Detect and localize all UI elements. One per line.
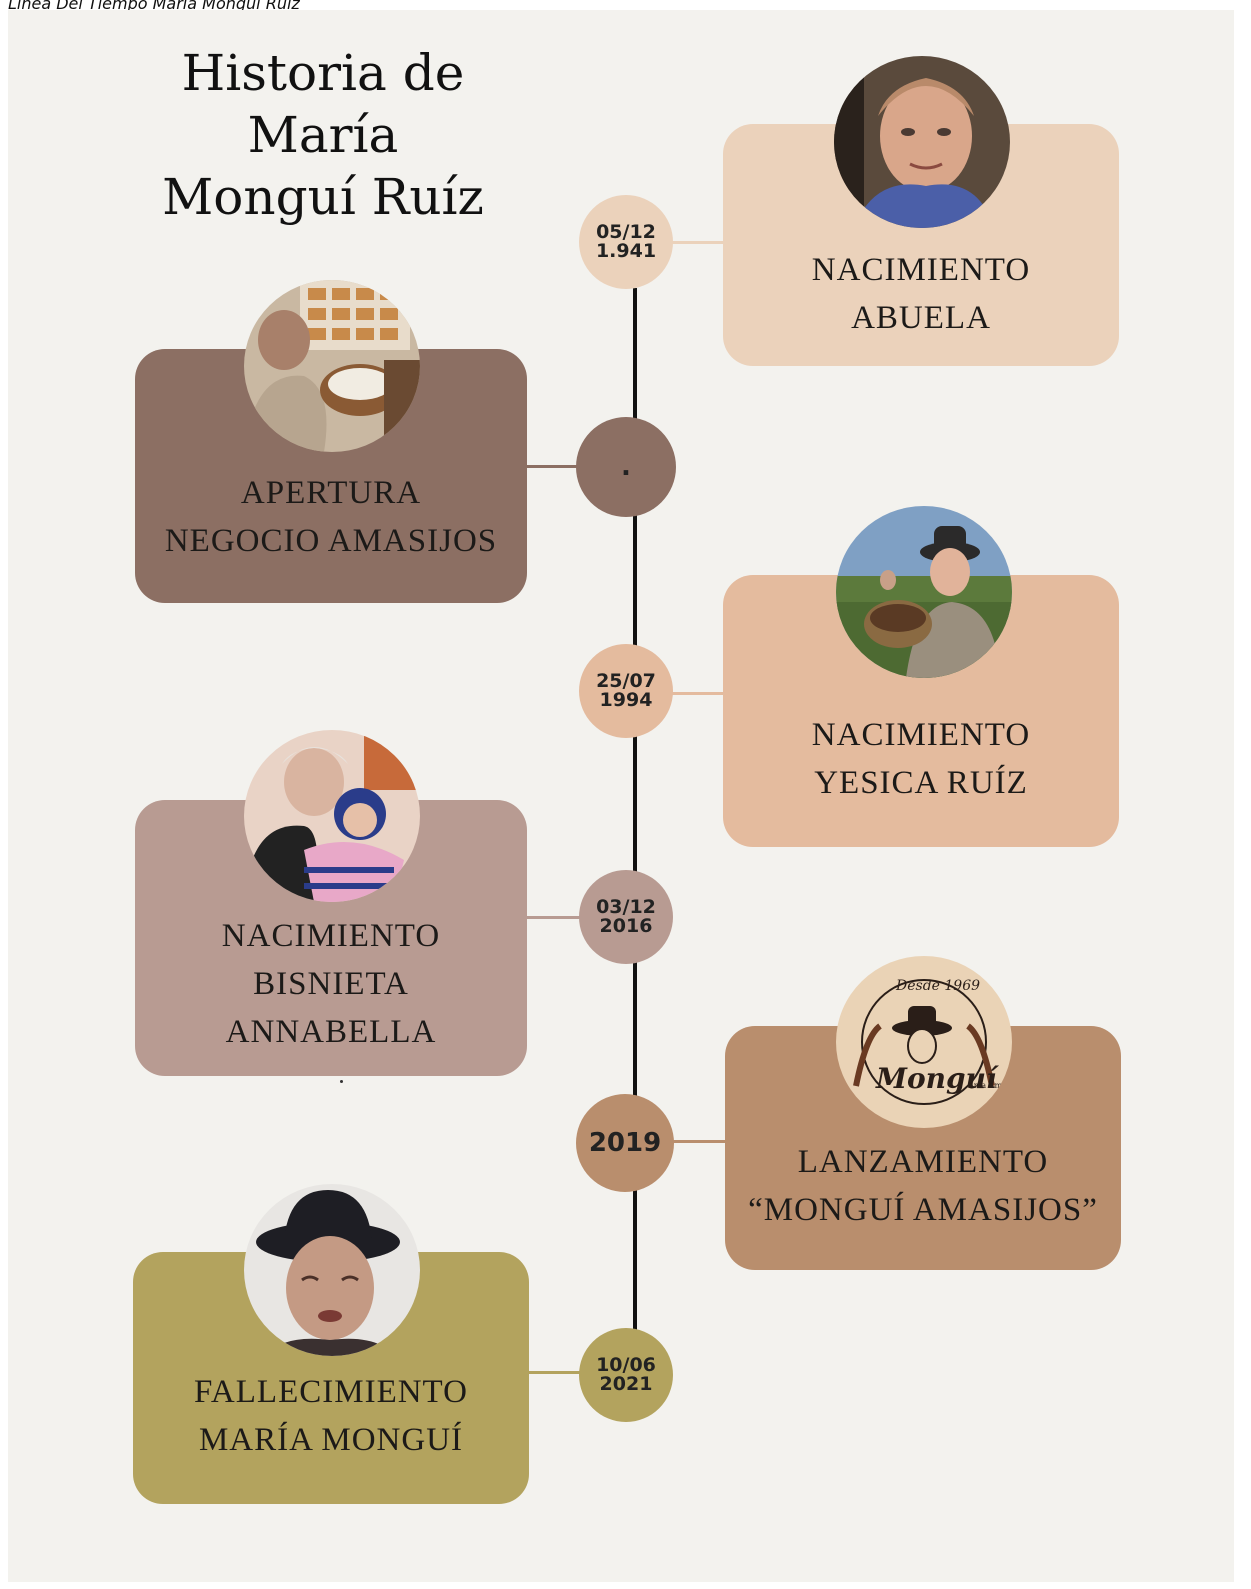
- event-label-line-1: NACIMIENTO: [811, 717, 1031, 753]
- date-node-5: 2019: [576, 1094, 674, 1192]
- timeline-poster: Historia de María Monguí Ruíz NACIMIENTO…: [8, 10, 1234, 1582]
- connector-2: [526, 465, 586, 468]
- page-title: Historia de María Monguí Ruíz: [128, 42, 518, 228]
- brand-logo: Desde 1969 Monguí Ama Ame: [836, 956, 1012, 1128]
- event-label-line-2: MARÍA MONGUÍ: [198, 1422, 464, 1458]
- event-label-line-3: ANNABELLA: [225, 1014, 437, 1050]
- connector-1: [672, 241, 732, 244]
- date-node-6: 10/06 2021: [579, 1328, 673, 1422]
- event-label-line-2: “MONGUÍ AMASIJOS”: [748, 1192, 1098, 1228]
- date-year: 2019: [588, 1128, 662, 1158]
- event-card-fallecimiento: FALLECIMIENTO MARÍA MONGUÍ: [133, 1252, 529, 1504]
- elderly-woman-hat-photo: [244, 1184, 420, 1356]
- timeline-axis: [633, 288, 637, 1338]
- event-label-line-1: NACIMIENTO: [221, 918, 441, 954]
- date-day: 05/12: [596, 221, 656, 243]
- event-label-line-2: BISNIETA: [253, 966, 409, 1002]
- event-label-line-2: YESICA RUÍZ: [814, 765, 1028, 801]
- connector-3: [672, 692, 732, 695]
- title-line-2: María: [247, 106, 399, 164]
- event-label-line-1: LANZAMIENTO: [797, 1144, 1049, 1180]
- document-caption: Línea Del Tiempo María Monguí Ruíz: [8, 0, 300, 13]
- date-day: 25/07: [596, 670, 656, 692]
- connector-5: [672, 1140, 732, 1143]
- date-year: 1994: [599, 689, 653, 711]
- event-label-line-1: NACIMIENTO: [811, 252, 1031, 288]
- stray-dot: [340, 1080, 343, 1083]
- logo-brand-name: Monguí: [875, 1062, 1000, 1095]
- grandmother-portrait-photo: [834, 56, 1010, 228]
- title-line-3: Monguí Ruíz: [162, 168, 484, 226]
- date-node-2: .: [576, 417, 676, 517]
- title-line-1: Historia de: [181, 44, 465, 102]
- event-label-line-2: ABUELA: [851, 300, 991, 336]
- event-label-line-1: APERTURA: [240, 475, 422, 511]
- date-day: 03/12: [596, 896, 656, 918]
- kneading-dough-photo: [244, 280, 420, 452]
- date-year: 1.941: [595, 240, 657, 262]
- date-day: 10/06: [596, 1354, 656, 1376]
- date-node-3: 25/07 1994: [579, 644, 673, 738]
- event-label-line-2: NEGOCIO AMASIJOS: [164, 523, 498, 559]
- event-card-negocio: APERTURA NEGOCIO AMASIJOS: [135, 349, 527, 603]
- date-marker: .: [621, 452, 631, 482]
- logo-side-text: Ama Ame: [967, 1081, 1007, 1090]
- connector-4: [526, 916, 586, 919]
- logo-tagline: Desde 1969: [895, 978, 980, 994]
- date-node-4: 03/12 2016: [579, 870, 673, 964]
- date-year: 2021: [599, 1373, 653, 1395]
- date-year: 2016: [599, 915, 653, 937]
- event-label-line-1: FALLECIMIENTO: [194, 1374, 468, 1410]
- woman-with-basket-photo: [836, 506, 1012, 678]
- grandmother-with-baby-photo: [244, 730, 420, 902]
- connector-6: [526, 1371, 586, 1374]
- event-card-lanzamiento: LANZAMIENTO “MONGUÍ AMASIJOS”: [725, 1026, 1121, 1270]
- date-node-1: 05/12 1.941: [579, 195, 673, 289]
